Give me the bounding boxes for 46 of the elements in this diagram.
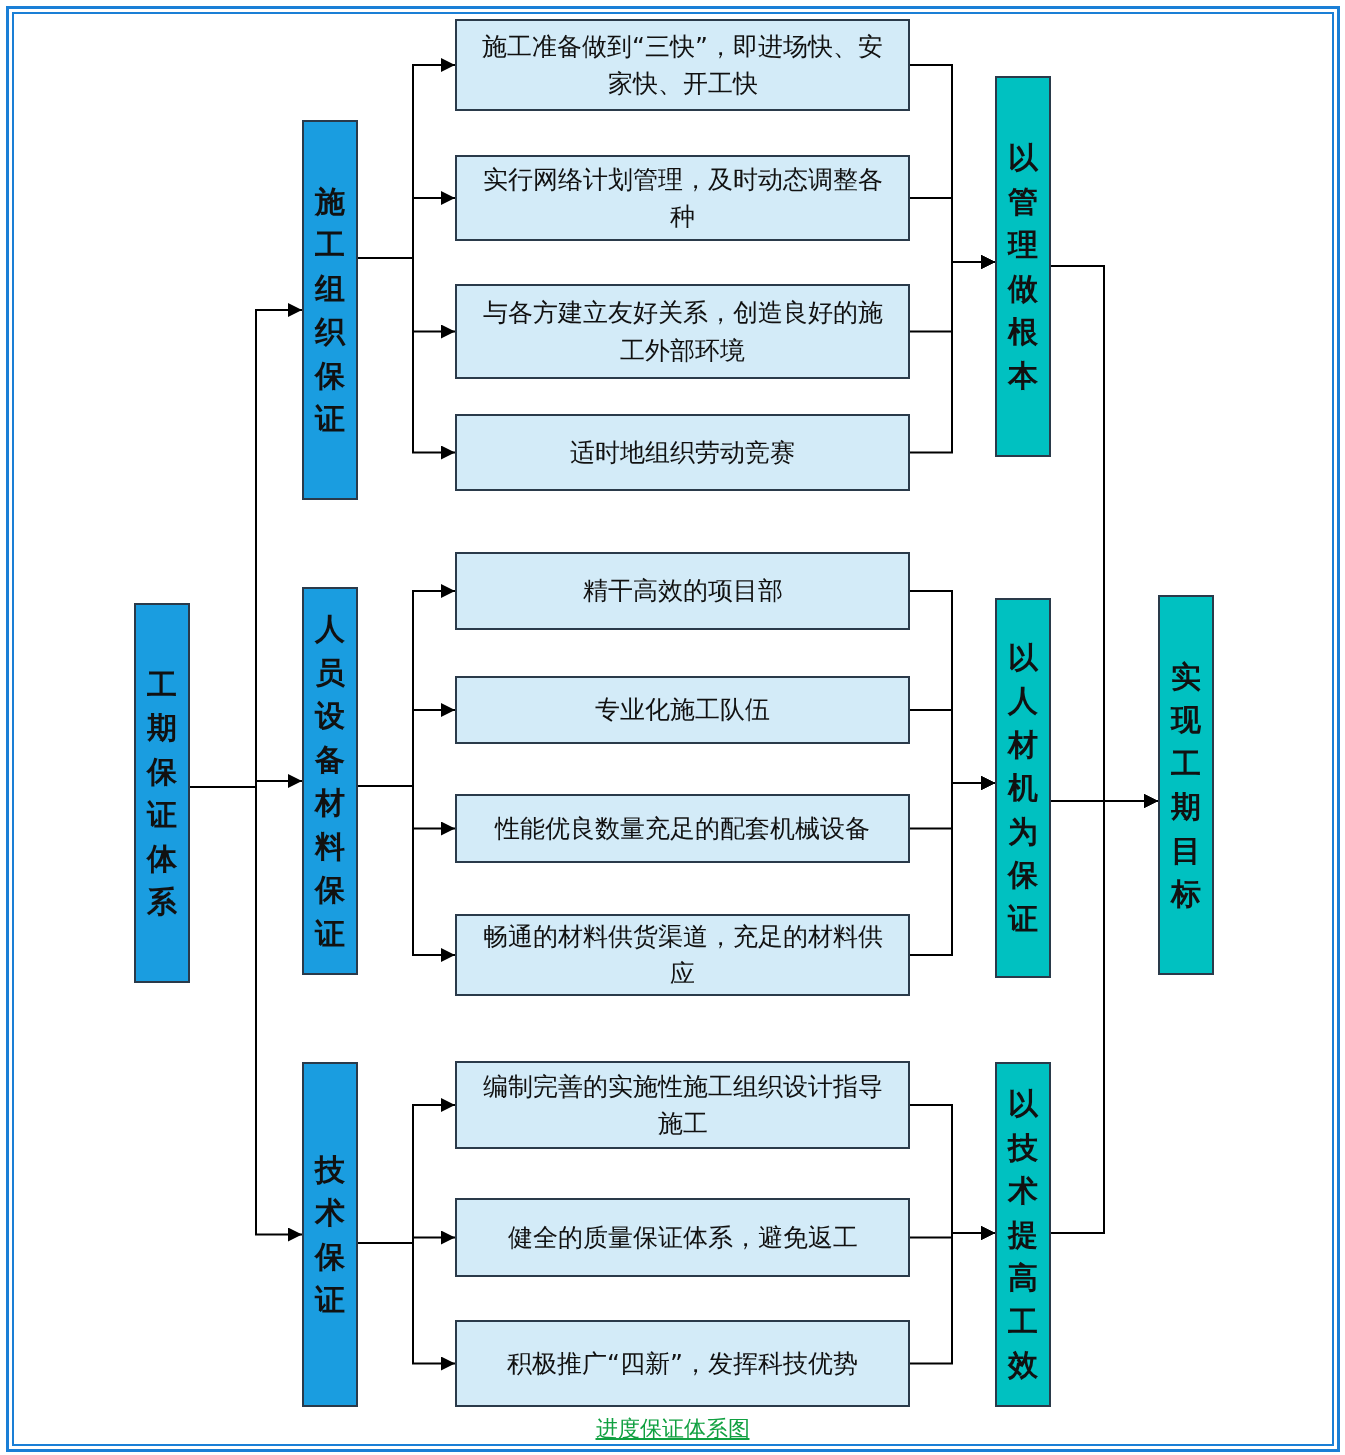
measure-box: [455, 914, 910, 996]
box-text: 施工组织保证: [315, 182, 345, 438]
connector-arrow: [909, 255, 996, 454]
box-text: 以管理做根本: [1008, 139, 1038, 395]
category-box: [302, 587, 358, 975]
box-text: 健全的质量保证体系，避免返工: [506, 1221, 859, 1254]
goal-box: [995, 598, 1051, 978]
box-text: 工期保证体系: [147, 665, 177, 921]
measure-box: [455, 552, 910, 630]
connector-arrow: [909, 1226, 996, 1365]
goal-box: [995, 76, 1051, 457]
measure-box: [455, 19, 910, 111]
box-text: 精干高效的项目部: [581, 575, 784, 608]
measure-box: [455, 284, 910, 379]
category-box: [302, 1062, 358, 1407]
connector-arrow: [909, 776, 996, 956]
box-text: 专业化施工队伍: [594, 694, 771, 727]
measure-box: [455, 1198, 910, 1277]
box-text: 实现工期目标: [1171, 657, 1201, 913]
box-text: 人员设备材料保证: [315, 610, 345, 953]
connector-arrow: [357, 785, 456, 962]
category-box: [302, 120, 358, 500]
box-text: 积极推广“四新”，发挥科技优势: [506, 1347, 859, 1380]
goal-box: [1158, 595, 1214, 975]
box-text: 以技术提高工效: [1008, 1085, 1038, 1385]
box-text: 性能优良数量充足的配套机械设备: [493, 812, 871, 845]
connector-arrow: [357, 257, 456, 460]
measure-box: [455, 1061, 910, 1149]
box-text: 实行网络计划管理，及时动态调整各种: [481, 163, 884, 233]
measure-box: [455, 1320, 910, 1407]
measure-box: [455, 414, 910, 491]
measure-box: [455, 794, 910, 863]
box-text: 以人材机为保证: [1008, 638, 1038, 938]
box-text: 施工准备做到“三快”，即进场快、安家快、开工快: [481, 30, 884, 100]
box-text: 与各方建立友好关系，创造良好的施工外部环境: [481, 297, 884, 367]
connector-arrow: [357, 1242, 456, 1371]
caption-link: 进度保证体系图: [595, 1416, 750, 1441]
measure-box: [455, 676, 910, 744]
box-text: 适时地组织劳动竞赛: [569, 436, 796, 469]
connector-arrow: [1050, 794, 1159, 1234]
box-text: 畅通的材料供货渠道，充足的材料供应: [481, 920, 884, 990]
box-text: 技术保证: [315, 1150, 345, 1319]
box-text: 编制完善的实施性施工组织设计指导施工: [481, 1070, 884, 1140]
goal-box: [995, 1062, 1051, 1407]
category-box: [134, 603, 190, 983]
measure-box: [455, 155, 910, 241]
